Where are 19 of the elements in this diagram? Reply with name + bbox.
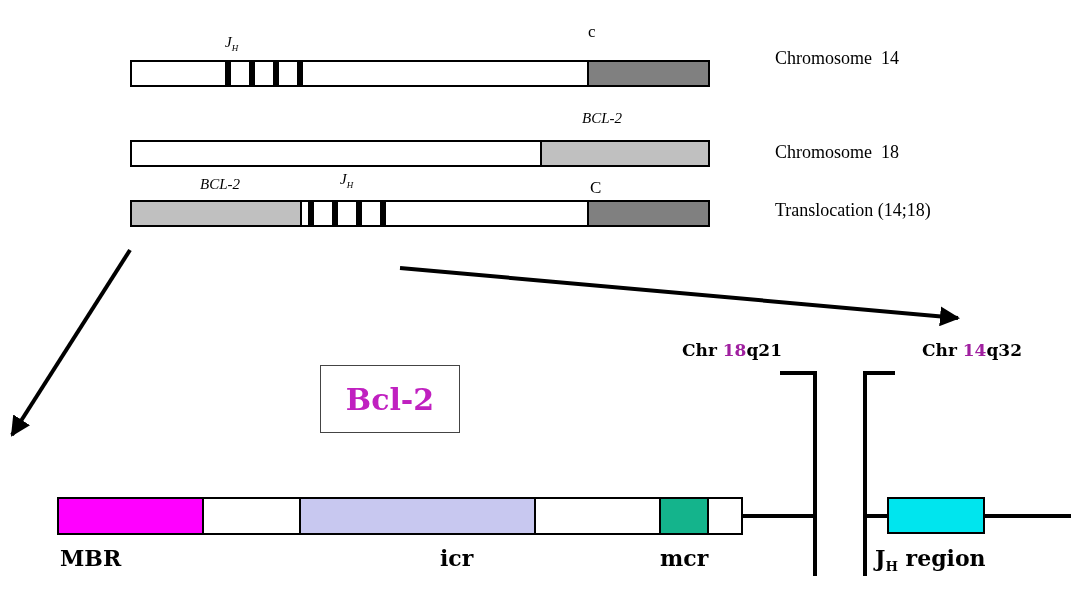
- gene-label: BCL-2: [582, 110, 622, 127]
- gene-name: Bcl-2: [345, 381, 435, 417]
- chromosome-label: Chromosome 18: [775, 142, 899, 163]
- chromosome-label: Chromosome 14: [775, 48, 899, 69]
- locus-label: Chr 14q32: [922, 340, 1022, 360]
- region-label: c: [588, 22, 596, 42]
- gene-label: J$_{H}$: [225, 34, 239, 53]
- gene-box: [320, 365, 460, 433]
- region-label: J$_{H}$ region: [875, 545, 986, 575]
- region-label: MBR: [60, 545, 122, 571]
- arrow: [399, 266, 960, 327]
- gene-label: J$_{H}$: [340, 171, 354, 190]
- arrow: [10, 248, 132, 437]
- gene-label: BCL-2: [200, 176, 240, 193]
- region-label: mcr: [660, 545, 709, 571]
- region-label: icr: [440, 545, 474, 571]
- region-label: C: [590, 178, 602, 198]
- chromosome-label: Translocation (14;18): [775, 200, 931, 221]
- locus-label: Chr 18q21: [682, 340, 782, 360]
